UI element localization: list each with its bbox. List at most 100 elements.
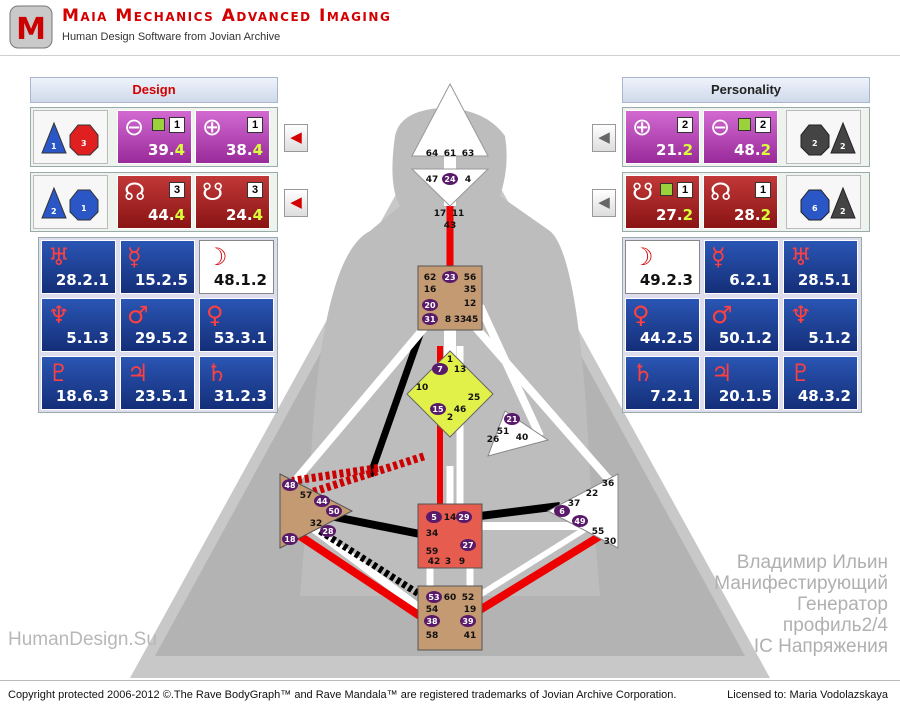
gate-label: 19 <box>464 605 477 615</box>
gate-label: 29 <box>458 513 470 522</box>
design-profile-cell-2: 2 1 <box>33 175 108 229</box>
planet-value: 28.2.1 <box>55 271 109 289</box>
planet-value: 28.5.1 <box>797 271 851 289</box>
south-node-icon: ☋ <box>202 178 224 206</box>
svg-text:M: M <box>16 12 46 47</box>
planet-icon: ☿ <box>127 243 142 271</box>
planet-value: 31.2.3 <box>213 387 267 405</box>
gate-value: 44. <box>147 206 175 224</box>
personality-planet-cell[interactable]: ♄7.2.1 <box>625 356 700 410</box>
gate-label: 57 <box>300 491 313 501</box>
gate-marker <box>426 591 442 603</box>
planet-icon: ♇ <box>790 359 812 387</box>
gate-label: 60 <box>444 593 457 603</box>
planet-icon: ♆ <box>790 301 812 329</box>
personality-planet-cell[interactable]: ♀44.2.5 <box>625 298 700 352</box>
gate-label: 44 <box>316 497 328 506</box>
design-planet-cell[interactable]: ♅28.2.1 <box>41 240 116 294</box>
person-type-line2: Генератор <box>797 594 888 615</box>
design-planet-cell[interactable]: ☿15.2.5 <box>120 240 195 294</box>
personality-south-node-cell[interactable]: ☋ 1 27.2 <box>625 175 700 229</box>
design-planet-cell[interactable]: ♇18.6.3 <box>41 356 116 410</box>
planet-icon: ☽ <box>632 243 654 271</box>
line-value: 4 <box>174 206 185 224</box>
design-arrow-button-2[interactable]: ◀ <box>284 189 308 217</box>
design-north-node-cell[interactable]: ☊ 3 44.4 <box>117 175 192 229</box>
design-planet-cell[interactable]: ♄31.2.3 <box>199 356 274 410</box>
gate-marker <box>430 403 446 415</box>
planet-icon: ♃ <box>127 359 149 387</box>
planet-value: 6.2.1 <box>729 271 772 289</box>
gate-label: 18 <box>284 535 296 544</box>
line-value: 2 <box>760 141 771 159</box>
personality-arrow-button-2[interactable]: ◀ <box>592 189 616 217</box>
color-box: 1 <box>677 182 693 198</box>
gate-label: 47 <box>426 175 439 185</box>
planet-icon: ♀ <box>632 301 650 329</box>
gate-label: 21 <box>506 415 518 424</box>
gate-marker <box>422 299 438 311</box>
exalted-icon <box>660 183 673 196</box>
svg-text:1: 1 <box>81 204 87 213</box>
personality-planet-cell[interactable]: ♂50.1.2 <box>704 298 779 352</box>
gate-marker <box>456 511 472 523</box>
personality-profile-cell-2: 6 2 <box>786 175 861 229</box>
planet-icon: ♀ <box>206 301 224 329</box>
gate-label: 55 <box>592 527 605 537</box>
exalted-icon <box>738 118 751 131</box>
heart-center <box>487 410 550 457</box>
personality-planet-cell[interactable]: ☿6.2.1 <box>704 240 779 294</box>
personality-profile-cell-1: 2 2 <box>786 110 861 164</box>
design-planet-cell[interactable]: ♃23.5.1 <box>120 356 195 410</box>
personality-north-node-cell[interactable]: ☊ 1 28.2 <box>703 175 778 229</box>
gate-label: 3 <box>445 557 451 567</box>
line-value: 4 <box>252 141 263 159</box>
design-arrow-button-1[interactable]: ◀ <box>284 124 308 152</box>
design-sun-cell[interactable]: ⊕ 1 38.4 <box>195 110 270 164</box>
person-profile: профиль2/4 <box>782 615 888 636</box>
planet-icon: ☿ <box>711 243 726 271</box>
personality-sun-cell[interactable]: ⊕ 2 21.2 <box>625 110 700 164</box>
design-planet-cell[interactable]: ♂29.5.2 <box>120 298 195 352</box>
design-planet-cell[interactable]: ☽48.1.2 <box>199 240 274 294</box>
gate-label: 56 <box>464 273 477 283</box>
gate-label: 2 <box>447 413 453 423</box>
gate-value: 38. <box>225 141 253 159</box>
design-earth-cell[interactable]: ⊖ 1 39.4 <box>117 110 192 164</box>
gate-label: 32 <box>310 519 323 529</box>
planet-value: 23.5.1 <box>134 387 188 405</box>
design-planet-cell[interactable]: ♆5.1.3 <box>41 298 116 352</box>
line-value: 4 <box>174 141 185 159</box>
personality-planet-cell[interactable]: ♇48.3.2 <box>783 356 858 410</box>
personality-planet-cell[interactable]: ♃20.1.5 <box>704 356 779 410</box>
profile-shapes-icon: 1 3 <box>41 121 99 156</box>
earth-icon: ⊖ <box>710 113 731 141</box>
personality-planet-cell[interactable]: ♅28.5.1 <box>783 240 858 294</box>
design-planet-cell[interactable]: ♀53.3.1 <box>199 298 274 352</box>
color-box: 1 <box>247 117 263 133</box>
planet-icon: ♆ <box>48 301 70 329</box>
planet-icon: ♃ <box>711 359 733 387</box>
gate-label: 54 <box>426 605 439 615</box>
gate-label: 23 <box>444 273 455 282</box>
planet-value: 18.6.3 <box>55 387 109 405</box>
gate-label: 17 <box>434 209 447 219</box>
design-south-node-cell[interactable]: ☋ 3 24.4 <box>195 175 270 229</box>
gate-label: 63 <box>462 149 475 159</box>
planet-value: 44.2.5 <box>639 329 693 347</box>
personality-arrow-button-1[interactable]: ◀ <box>592 124 616 152</box>
personality-planet-cell[interactable]: ☽49.2.3 <box>625 240 700 294</box>
app-subtitle: Human Design Software from Jovian Archiv… <box>62 31 281 43</box>
planet-value: 53.3.1 <box>213 329 267 347</box>
personality-planet-cell[interactable]: ♆5.1.2 <box>783 298 858 352</box>
profile-shapes-icon: 6 2 <box>800 186 856 221</box>
planet-icon: ♂ <box>711 301 733 329</box>
exalted-icon <box>152 118 165 131</box>
gate-label: 36 <box>602 479 615 489</box>
gate-marker <box>314 495 330 507</box>
gate-value: 48. <box>733 141 761 159</box>
personality-earth-cell[interactable]: ⊖ 2 48.2 <box>703 110 778 164</box>
planet-value: 48.1.2 <box>213 271 267 289</box>
